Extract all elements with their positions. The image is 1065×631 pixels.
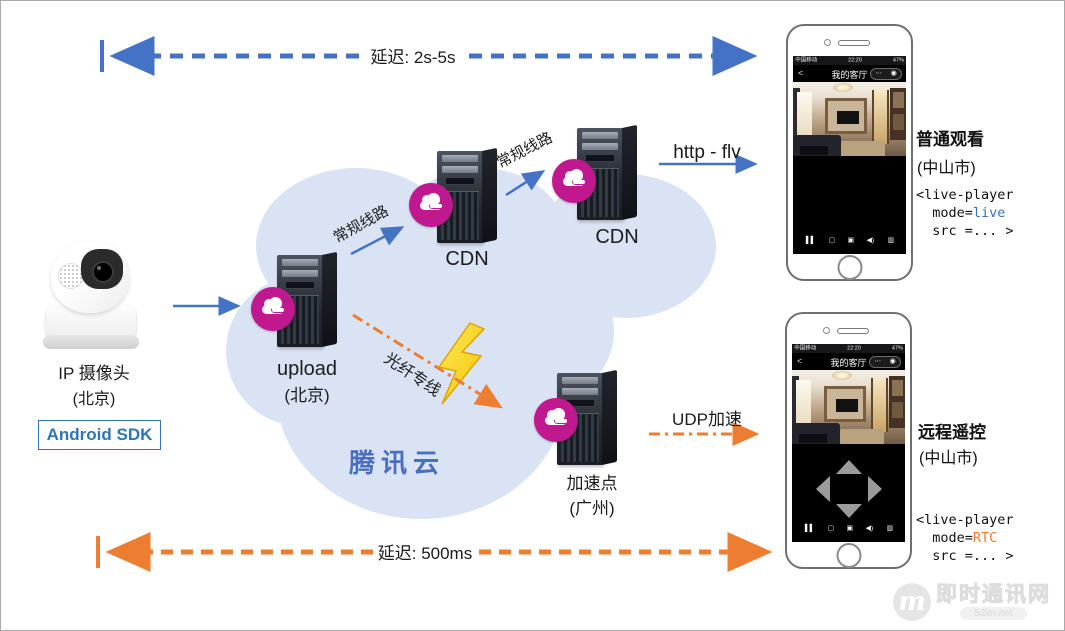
speaker-icon[interactable]: ◀) <box>867 236 875 248</box>
viewer1-location: (中山市) <box>917 160 976 177</box>
earpiece-icon <box>838 40 870 46</box>
ip-camera-label: IP 摄像头 (北京) <box>19 359 169 409</box>
viewer2-location: (中山市) <box>919 450 978 467</box>
dpad-right-icon[interactable] <box>868 476 882 502</box>
cloud-badge-icon <box>251 287 295 331</box>
pause-icon[interactable]: ▌▌ <box>806 236 816 248</box>
accel-label: 加速点 (广州) <box>566 474 618 518</box>
battery-label: 47% <box>892 57 904 64</box>
upload-server-icon <box>251 251 341 349</box>
phone-normal-viewing: 中国移动 22:20 47% < 我的客厅 ⋯ ◉ <box>786 24 913 281</box>
time-label: 22:20 <box>848 57 862 64</box>
ip-camera-location: (北京) <box>72 391 116 408</box>
ip-camera-name: IP 摄像头 <box>58 364 130 383</box>
camera-lens-icon <box>81 249 123 289</box>
phone-top-bezel <box>787 314 910 344</box>
cloud-badge-icon <box>552 159 596 203</box>
dpad-down-icon[interactable] <box>836 504 862 518</box>
status-bar: 中国移动 22:20 47% <box>792 344 905 353</box>
ip-camera-icon <box>43 241 143 353</box>
home-button[interactable] <box>836 543 861 568</box>
watermark-site-name: 即时通讯网 <box>936 583 1051 606</box>
back-icon[interactable]: < <box>797 356 803 366</box>
screen-icon[interactable]: ▢ <box>827 524 833 536</box>
camera-base <box>43 335 139 349</box>
player-controls: ▌▌ ▢ ▣ ◀) ▥ <box>792 523 905 537</box>
android-sdk-badge: Android SDK <box>38 420 161 450</box>
speaker-icon[interactable]: ◀) <box>866 524 874 536</box>
battery-label: 47% <box>891 345 903 352</box>
carrier-label: 中国移动 <box>795 57 818 64</box>
live-player-code-rtc: <live-player mode=RTC src =... > <box>916 512 1014 564</box>
menu-dots-icon[interactable]: ⋯ <box>875 70 883 77</box>
phone-screen: 中国移动 22:20 47% < 我的客厅 ⋯ ◉ <box>792 344 905 542</box>
miniprogram-capsule[interactable]: ⋯ ◉ <box>869 356 901 368</box>
close-target-icon[interactable]: ◉ <box>890 70 897 77</box>
dpad-up-icon[interactable] <box>836 460 862 474</box>
phone-remote-control: 中国移动 22:20 47% < 我的客厅 ⋯ ◉ <box>785 312 912 569</box>
nav-bar: < 我的客厅 ⋯ ◉ <box>792 353 905 370</box>
live-player-code-live: <live-player mode=live src =... > <box>916 187 1014 239</box>
video-area: ▌▌ ▢ ▣ ◀) ▥ <box>792 444 905 542</box>
time-label: 22:20 <box>847 345 861 352</box>
phone-bottom-bezel <box>787 542 910 568</box>
record-icon[interactable]: ▥ <box>886 524 892 536</box>
accel-server-icon <box>534 369 621 467</box>
living-room-photo <box>793 82 906 156</box>
nav-bar: < 我的客厅 ⋯ ◉ <box>793 65 906 82</box>
viewer2-title: 远程遥控 <box>918 423 986 442</box>
back-icon[interactable]: < <box>798 68 804 78</box>
cdn-server-icon <box>409 147 501 245</box>
menu-dots-icon[interactable]: ⋯ <box>874 358 882 365</box>
phone-bottom-bezel <box>788 254 911 280</box>
mode-live-token: live <box>972 205 1006 221</box>
watermark-domain: 52im.net <box>960 607 1027 620</box>
viewer1-title: 普通观看 <box>916 130 984 149</box>
cloud-badge-icon <box>409 183 453 227</box>
snapshot-icon[interactable]: ▣ <box>847 524 853 536</box>
living-room-photo <box>792 370 905 444</box>
tencent-cloud-label: 腾讯云 <box>349 448 446 478</box>
cdn2-label: CDN <box>595 226 639 248</box>
mode-rtc-token: RTC <box>972 530 998 546</box>
phone-screen: 中国移动 22:20 47% < 我的客厅 ⋯ ◉ <box>793 56 906 254</box>
room-title: 我的客厅 <box>830 358 867 368</box>
home-button[interactable] <box>837 255 862 280</box>
status-bar: 中国移动 22:20 47% <box>793 56 906 65</box>
phone-top-bezel <box>788 26 911 56</box>
bottom-delay-label: 延迟: 500ms <box>378 544 472 563</box>
upload-label: upload (北京) <box>276 358 338 405</box>
earpiece-icon <box>837 328 869 334</box>
pause-icon[interactable]: ▌▌ <box>805 524 815 536</box>
record-icon[interactable]: ▥ <box>887 236 893 248</box>
carrier-label: 中国移动 <box>794 345 817 352</box>
miniprogram-capsule[interactable]: ⋯ ◉ <box>870 68 902 80</box>
http-flv-label: http - flv <box>673 142 741 163</box>
top-delay-label: 延迟: 2s-5s <box>370 48 455 67</box>
watermark: m 即时通讯网 52im.net <box>893 583 1051 621</box>
close-target-icon[interactable]: ◉ <box>889 358 896 365</box>
room-title: 我的客厅 <box>831 70 868 80</box>
front-camera-icon <box>823 327 830 334</box>
direction-pad <box>792 444 905 520</box>
front-camera-icon <box>824 39 831 46</box>
screen-icon[interactable]: ▢ <box>828 236 834 248</box>
watermark-logo-icon: m <box>893 583 931 621</box>
player-controls: ▌▌ ▢ ▣ ◀) ▥ <box>793 235 906 249</box>
video-area: ▌▌ ▢ ▣ ◀) ▥ <box>793 156 906 254</box>
cdn-server-icon <box>552 124 641 222</box>
cloud-badge-icon <box>534 398 578 442</box>
dpad-left-icon[interactable] <box>816 476 830 502</box>
camera-head <box>51 241 129 313</box>
snapshot-icon[interactable]: ▣ <box>848 236 854 248</box>
cdn1-label: CDN <box>445 248 489 270</box>
